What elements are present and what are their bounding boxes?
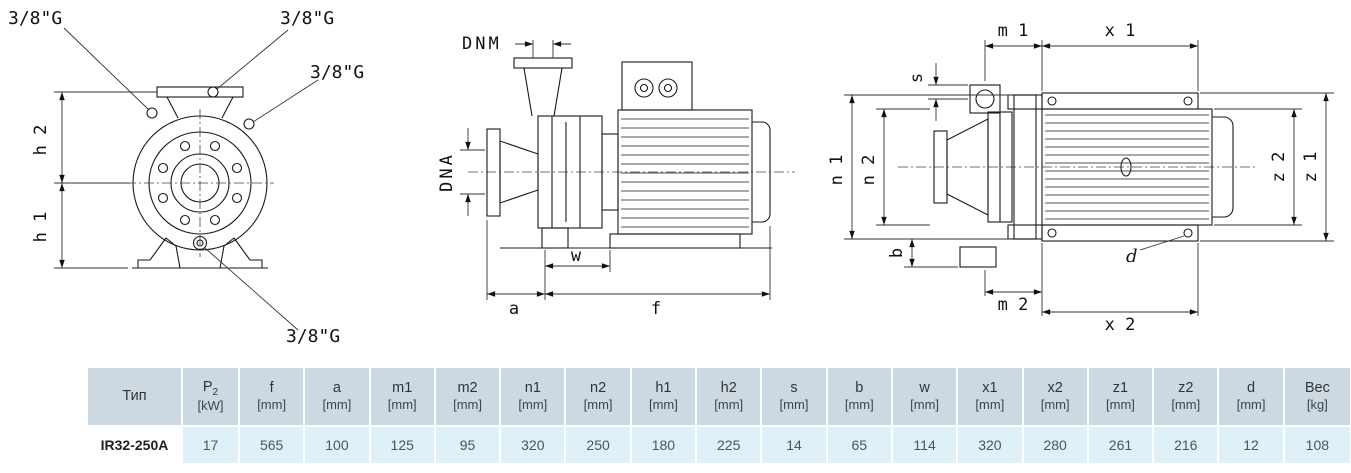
cell-p2: 17	[183, 425, 240, 463]
col-header-w: w[mm]	[892, 368, 959, 425]
cell-m1: 125	[370, 425, 436, 463]
col-header-m1: m1[mm]	[370, 368, 436, 425]
dim-label-f: f	[651, 299, 661, 319]
col-header-f: f[mm]	[240, 368, 306, 425]
cell-a: 100	[305, 425, 371, 463]
col-header-m2: m2[mm]	[435, 368, 502, 425]
pump-type-cell: IR32-250A	[88, 425, 183, 463]
front-view-dimensions	[54, 27, 319, 331]
port-label-right: 3/8"G	[310, 62, 364, 83]
cell-n2: 250	[566, 425, 632, 463]
dim-label-x1: x 1	[1105, 21, 1136, 41]
port-label-top-right: 3/8"G	[280, 8, 334, 29]
dim-label-dna: DNA	[437, 152, 457, 192]
col-header-h1: h1[mm]	[631, 368, 698, 425]
cell-h2: 225	[697, 425, 763, 463]
cell-x2: 280	[1023, 425, 1089, 463]
dim-label-s: s	[907, 73, 927, 83]
dim-label-b: b	[887, 248, 907, 258]
dim-label-z2: z 2	[1269, 152, 1289, 183]
dim-label-dnm: DNM	[462, 34, 502, 54]
cell-n1: 320	[501, 425, 567, 463]
dim-label-m2: m 2	[998, 295, 1029, 315]
top-view-dimensions	[844, 40, 1334, 316]
col-header-z2: z2[mm]	[1154, 368, 1220, 425]
dim-label-h2: h 2	[31, 125, 51, 156]
cell-m2: 95	[435, 425, 502, 463]
cell-z2: 216	[1154, 425, 1220, 463]
dim-label-a: a	[509, 299, 519, 319]
col-header-x1: x1[mm]	[958, 368, 1024, 425]
col-header-n1: n1[mm]	[501, 368, 567, 425]
col-header-d: d[mm]	[1219, 368, 1285, 425]
col-header-s: s[mm]	[762, 368, 828, 425]
cell-w: 114	[892, 425, 959, 463]
col-header-weight: Вес[kg]	[1284, 368, 1350, 425]
side-view-dimensions	[460, 40, 771, 300]
dim-label-n2: n 2	[859, 155, 879, 186]
port-label-bottom: 3/8"G	[286, 326, 340, 347]
dim-label-n1: n 1	[827, 155, 847, 186]
cell-d: 12	[1219, 425, 1285, 463]
col-header-type: Тип	[88, 368, 183, 425]
col-header-z1: z1[mm]	[1088, 368, 1155, 425]
pump-dimension-drawings: 3/8"G 3/8"G 3/8"G 3/8"G h 2 h 1	[8, 8, 1334, 347]
table-data-row: IR32-250A 17 565 100 125 95 320 250 180 …	[88, 425, 1350, 463]
dim-label-m1: m 1	[998, 21, 1029, 41]
cell-z1: 261	[1088, 425, 1155, 463]
col-header-x2: x2[mm]	[1023, 368, 1089, 425]
table-header-row: Тип P2 [kW] f[mm] a[mm] m1[mm] m2[mm] n1…	[88, 368, 1350, 425]
drawing-canvas: 3/8"G 3/8"G 3/8"G 3/8"G h 2 h 1	[8, 8, 1334, 347]
cell-weight: 108	[1284, 425, 1350, 463]
top-view	[898, 84, 1258, 268]
dim-label-w: w	[571, 246, 582, 266]
port-label-top-left: 3/8"G	[8, 8, 62, 29]
dim-label-x2: x 2	[1105, 315, 1136, 335]
cell-f: 565	[240, 425, 306, 463]
dim-label-h1: h 1	[31, 212, 51, 243]
cell-s: 14	[762, 425, 828, 463]
dim-label-z1: z 1	[1301, 152, 1321, 183]
side-view	[468, 57, 795, 249]
cell-x1: 320	[958, 425, 1024, 463]
cell-h1: 180	[631, 425, 698, 463]
dimension-table: Тип P2 [kW] f[mm] a[mm] m1[mm] m2[mm] n1…	[88, 368, 1350, 463]
cell-b: 65	[827, 425, 893, 463]
col-header-b: b[mm]	[827, 368, 893, 425]
dim-label-d: d	[1126, 246, 1138, 267]
front-view	[126, 86, 274, 269]
col-header-n2: n2[mm]	[566, 368, 632, 425]
col-header-a: a[mm]	[305, 368, 371, 425]
col-header-h2: h2[mm]	[697, 368, 763, 425]
col-header-p2: P2 [kW]	[183, 368, 240, 425]
